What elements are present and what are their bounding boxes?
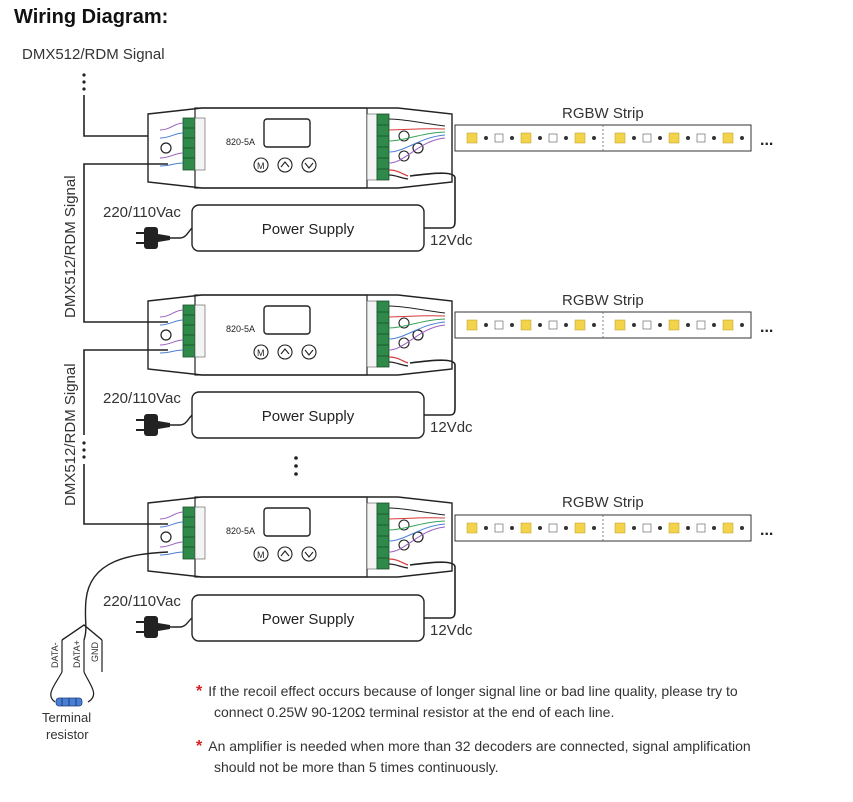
rgbw-strip-3	[455, 515, 751, 541]
terminal-wires	[50, 551, 169, 707]
dmx-link-1-2	[83, 163, 168, 323]
decoder-1	[147, 107, 453, 189]
power-supply-2-label: Power Supply	[262, 408, 355, 425]
decoder-2-model: 820-5A	[226, 324, 255, 334]
dc-output-label-1: 12Vdc	[430, 232, 473, 249]
strip-label-2: RGBW Strip	[562, 292, 644, 309]
input-signal-label: DMX512/RDM Signal	[22, 46, 165, 63]
power-supply-1-label: Power Supply	[262, 221, 355, 238]
terminal-wire-data-minus: DATA-	[50, 642, 60, 668]
rgbw-strip-1	[455, 125, 751, 151]
mains-plug-3	[135, 615, 193, 639]
mains-plug-2	[135, 413, 193, 437]
decoder-2	[147, 294, 453, 376]
terminal-wire-data-plus: DATA+	[72, 640, 82, 668]
dc-wire-3	[409, 561, 456, 619]
terminal-label-line2: resistor	[46, 727, 89, 742]
input-signal-wire	[82, 73, 168, 137]
decoder-2-m-button-label: M	[257, 348, 265, 358]
more-units-dots	[294, 456, 298, 476]
decoder-3-model: 820-5A	[226, 526, 255, 536]
dc-wire-1	[409, 172, 456, 229]
strip-2-continuation: ...	[760, 319, 773, 336]
dc-output-label-3: 12Vdc	[430, 622, 473, 639]
mains-label-3: 220/110Vac	[103, 593, 181, 610]
strip-label-1: RGBW Strip	[562, 105, 644, 122]
note-1-line2: connect 0.25W 90-120Ω terminal resistor …	[214, 704, 615, 720]
terminal-wire-gnd: GND	[90, 642, 100, 663]
strip-3-continuation: ...	[760, 522, 773, 539]
note-marker-icon: *	[196, 683, 203, 700]
power-supply-3-label: Power Supply	[262, 611, 355, 628]
strip-1-continuation: ...	[760, 132, 773, 149]
mains-plug-1	[135, 226, 193, 250]
dmx-link-2-3	[82, 349, 168, 525]
decoder-1-m-button-label: M	[257, 161, 265, 171]
mains-label-1: 220/110Vac	[103, 204, 181, 221]
dc-output-label-2: 12Vdc	[430, 419, 473, 436]
note-2-line2: should not be more than 5 times continuo…	[214, 759, 499, 775]
note-2-line1: An amplifier is needed when more than 32…	[208, 738, 751, 754]
note-1-line1: If the recoil effect occurs because of l…	[208, 683, 738, 699]
decoder-3-m-button-label: M	[257, 550, 265, 560]
diagram-title: Wiring Diagram:	[14, 6, 169, 28]
decoder-3	[147, 496, 453, 578]
note-2: * An amplifier is needed when more than 3…	[196, 736, 836, 778]
terminal-label-line1: Terminal	[42, 710, 92, 725]
note-marker-icon: *	[196, 738, 203, 755]
mains-label-2: 220/110Vac	[103, 390, 181, 407]
note-1: * If the recoil effect occurs because of …	[196, 681, 836, 723]
decoder-1-model: 820-5A	[226, 137, 255, 147]
dc-wire-2	[409, 359, 456, 416]
strip-label-3: RGBW Strip	[562, 494, 644, 511]
rgbw-strip-2	[455, 312, 751, 338]
